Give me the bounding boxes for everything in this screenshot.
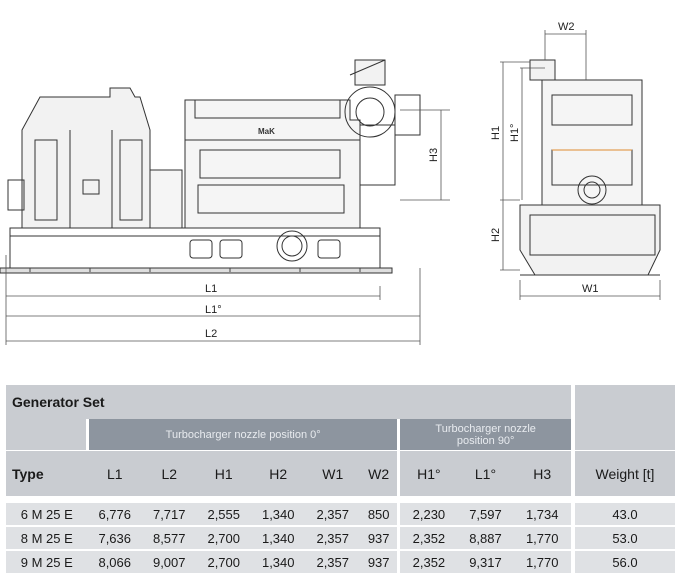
table-cell: 2,357 <box>305 503 360 527</box>
column-header: H1° <box>398 450 458 496</box>
dim-label-h1-deg: H1° <box>509 124 521 142</box>
table-cell: 2,230 <box>398 503 458 527</box>
dim-label-l2: L2 <box>205 328 217 340</box>
table-cell: 1,770 <box>513 526 573 551</box>
column-header: Weight [t] <box>570 450 675 496</box>
table-cell: 56.0 <box>570 550 675 575</box>
table-cell: 8,887 <box>457 526 514 551</box>
table-cell: 6,776 <box>87 503 142 527</box>
front-dimensions <box>500 30 661 300</box>
table-cell: 2,700 <box>196 550 251 575</box>
table-cell: 1,734 <box>513 503 573 527</box>
column-header: W1 <box>305 450 360 496</box>
engine-brand-mark: MaK <box>258 127 275 136</box>
column-header: H3 <box>513 450 573 496</box>
table-cell: 1,770 <box>513 550 573 575</box>
table-cell: 2,357 <box>305 550 360 575</box>
dim-label-h3: H3 <box>428 148 440 162</box>
table-title: Generator Set <box>6 385 575 419</box>
table-cell: 1,340 <box>251 550 306 575</box>
column-header: L1° <box>457 450 514 496</box>
generator-set-table: Generator Set Turbocharger nozzle positi… <box>6 385 675 575</box>
dim-label-h2: H2 <box>490 228 502 242</box>
group-header-90deg: Turbocharger nozzle position 90° <box>397 419 573 451</box>
table-cell: 2,352 <box>398 550 458 575</box>
table-cell: 7,597 <box>457 503 514 527</box>
table-cell: 53.0 <box>570 526 675 551</box>
table-cell: 850 <box>360 503 401 527</box>
column-header: H2 <box>251 450 306 496</box>
table-cell: 8,066 <box>87 550 142 575</box>
table-cell: 9,317 <box>457 550 514 575</box>
table-row: 6 M 25 E 6,776 7,717 2,555 1,340 2,357 8… <box>6 503 675 527</box>
table-row: 8 M 25 E 7,636 8,577 2,700 1,340 2,357 9… <box>6 526 675 551</box>
table-cell: 2,555 <box>196 503 251 527</box>
side-dimensions <box>5 109 450 345</box>
table-cell: 1,340 <box>251 503 306 527</box>
table-cell: 43.0 <box>570 503 675 527</box>
table-cell: 6 M 25 E <box>6 503 88 527</box>
table-cell: 9,007 <box>142 550 197 575</box>
column-header: Type <box>6 450 88 496</box>
front-view <box>519 59 661 276</box>
table-cell: 8 M 25 E <box>6 526 88 551</box>
column-header: L1 <box>87 450 142 496</box>
column-header: W2 <box>360 450 401 496</box>
table-cell: 2,700 <box>196 526 251 551</box>
table-cell: 2,352 <box>398 526 458 551</box>
table-cell: 2,357 <box>305 526 360 551</box>
dim-label-l1-deg: L1° <box>205 304 222 316</box>
weight-header-spacer <box>570 385 675 451</box>
group-header-90deg-line1: Turbocharger nozzle <box>435 422 536 435</box>
table-cell: 7,636 <box>87 526 142 551</box>
table-cell: 937 <box>360 550 401 575</box>
group-header-90deg-line2: position 90° <box>456 434 515 447</box>
generator-set-drawing: L1 L1° L2 H3 MaK W2 H1 H1° H2 W1 <box>0 21 661 345</box>
group-header-0deg: Turbocharger nozzle position 0° <box>85 419 399 451</box>
table-cell: 7,717 <box>142 503 197 527</box>
table-cell: 9 M 25 E <box>6 550 88 575</box>
type-header-spacer <box>6 419 88 451</box>
column-header: H1 <box>196 450 251 496</box>
table-cell: 937 <box>360 526 401 551</box>
side-view <box>0 59 421 274</box>
table-row: 9 M 25 E 8,066 9,007 2,700 1,340 2,357 9… <box>6 550 675 575</box>
dim-label-l1: L1 <box>205 283 217 295</box>
column-header: L2 <box>142 450 197 496</box>
dim-label-w1: W1 <box>582 283 599 295</box>
table-cell: 1,340 <box>251 526 306 551</box>
dim-label-h1: H1 <box>490 126 502 140</box>
table-cell: 8,577 <box>142 526 197 551</box>
dim-label-w2: W2 <box>558 21 575 33</box>
